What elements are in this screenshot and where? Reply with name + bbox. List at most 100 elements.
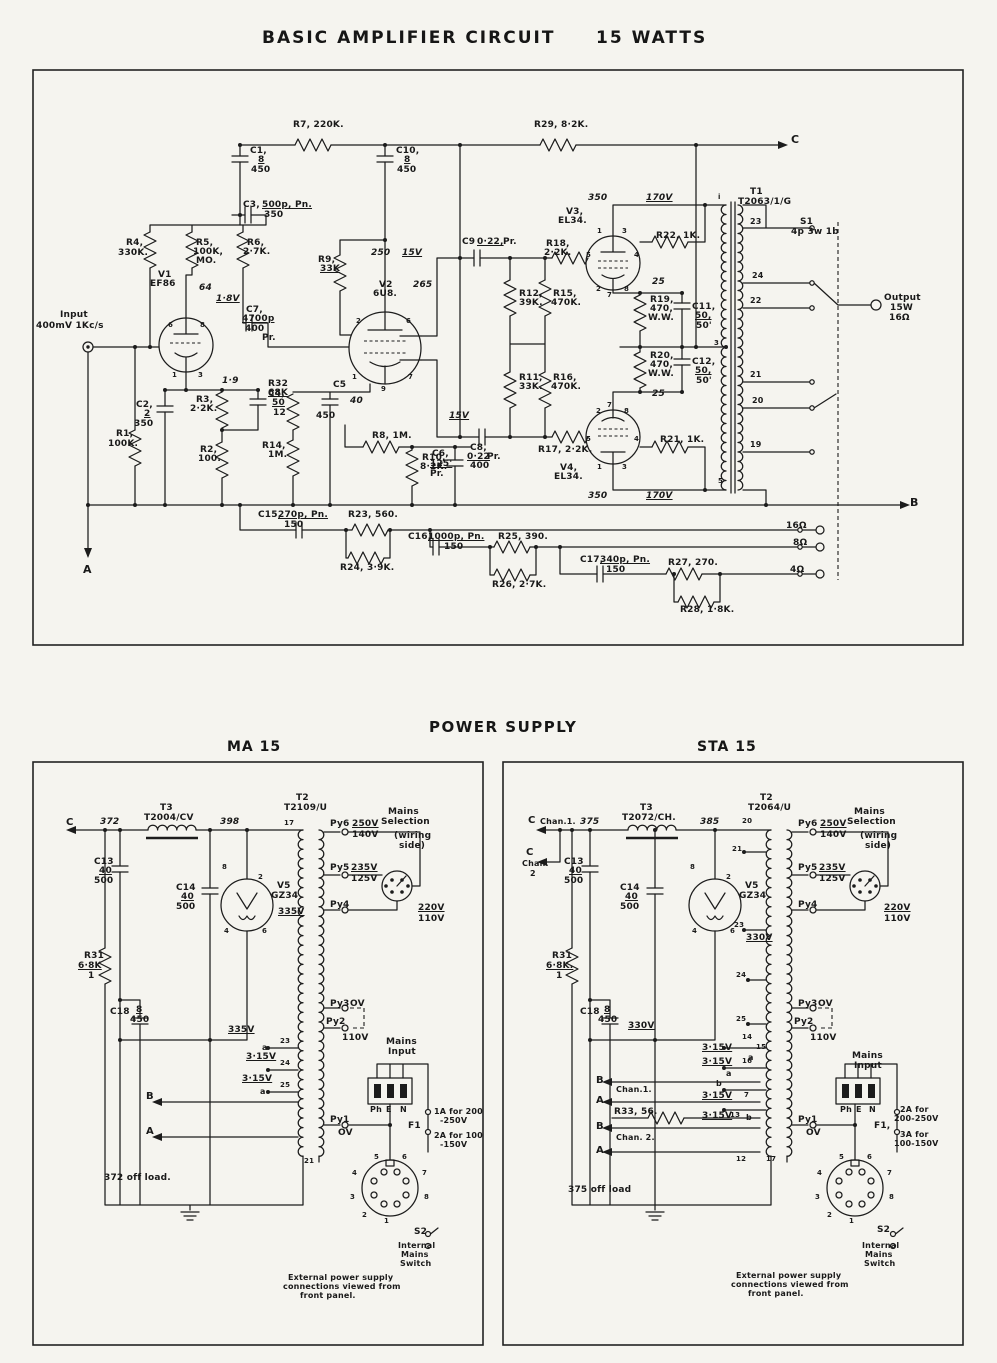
schematic-label: 7 [607,401,613,409]
schematic-label: 2 [356,317,362,325]
schematic-label: A [596,1145,604,1156]
schematic-label: R10, [422,453,446,463]
schematic-label: 400 [470,461,490,471]
schematic-label: Internal [398,1241,436,1250]
schematic-label: -250V [440,1116,468,1125]
schematic-label: 220V [884,903,911,913]
schematic-label: Internal [862,1241,900,1250]
schematic-label: 15W [890,303,914,313]
schematic-label: 8Ω [793,538,808,548]
schematic-label: 125V [819,874,846,884]
schematic-label: F1 [408,1121,421,1131]
schematic-label: Py2 [326,1017,346,1027]
schematic-label: Chan. 2. [616,1133,655,1142]
schematic-label: Py6 [798,819,818,829]
schematic-label: S2 [877,1225,891,1235]
schematic-label: 1 [352,373,358,381]
schematic-label: C6, [432,449,449,459]
schematic-label: Py5 [330,863,350,873]
schematic-label: 6 [262,927,268,935]
schematic-label: 5 [374,1153,380,1161]
schematic-label: 7 [408,373,414,381]
schematic-label: 6·8K [78,961,102,971]
schematic-label: 2 [726,873,732,881]
schematic-label: C11, [692,302,716,312]
schematic-label: 23 [280,1037,291,1045]
schematic-label: 140V [352,830,379,840]
schematic-label: 385 [700,817,720,827]
schematic-label: R33, 56. [614,1107,658,1117]
schematic-label: 125V [351,874,378,884]
schematic-label: 16Ω [889,313,910,323]
schematic-label: R18, [546,239,570,249]
schematic-label: 1·9 [222,376,239,386]
schematic-label: R12, [519,289,543,299]
schematic-label: T2072/CH. [622,813,676,823]
sta15-title: STA 15 [697,739,757,755]
schematic-label: OV [818,999,833,1009]
schematic-label: Selection [381,817,430,827]
schematic-label: 3 [815,1193,821,1201]
schematic-label: R24, 3·9K. [340,563,395,573]
schematic-label: 270p, Pn. [278,510,329,520]
schematic-label: 3 [622,463,628,471]
schematic-label: 23 [734,921,745,929]
schematic-label: R28, 1·8K. [680,605,735,615]
schematic-label: 6 [867,1153,873,1161]
schematic-label: 450 [316,411,336,421]
schematic-label: A [146,1126,154,1137]
schematic-label: b [716,1079,722,1088]
schematic-label: 7 [422,1169,428,1177]
schematic-label: 8 [604,1005,611,1015]
schematic-label: Py1 [798,1115,818,1125]
schematic-label: B [596,1121,604,1132]
schematic-label: 50' [696,321,712,331]
schematic-label: Py1 [330,1115,350,1125]
schematic-label: 23 [750,217,762,226]
schematic-label: R29, 8·2K. [534,120,589,130]
schematic-label: 5 [586,251,592,259]
schematic-label: 250V [820,819,847,829]
schematic-label: 7 [607,291,613,299]
schematic-label: 24 [280,1059,291,1067]
schematic-label: C13 [564,857,584,867]
schematic-label: 150 [444,542,464,552]
schematic-label: Ph [840,1105,852,1114]
schematic-label: 1 [88,971,95,981]
schematic-label: 6U8. [373,289,398,299]
schematic-label: 350 [588,193,608,203]
schematic-label: front panel. [300,1291,356,1300]
schematic-label: 20 [742,817,753,825]
schematic-label: S2 [414,1227,428,1237]
schematic-label: 170V [646,193,673,203]
schematic-label: External power supply [736,1271,842,1280]
schematic-label: R31 [84,951,105,961]
schematic-label: 12 [273,408,286,418]
schematic-label: 8 [136,1005,143,1015]
schematic-label: 110V [418,914,445,924]
schematic-label: T3 [640,803,653,813]
schematic-label: 7 [744,1091,750,1099]
schematic-label: External power supply [288,1273,394,1282]
schematic-label: 350 [264,210,284,220]
schematic-label: 25 [280,1081,291,1089]
schematic-label: R22, 1K. [656,231,701,241]
schematic-label: 8 [222,863,228,871]
schematic-label: R6, [247,238,265,248]
terminals [82,225,901,1250]
schematic-label: C3, [243,200,260,210]
schematic-label: Ph [370,1105,382,1114]
schematic-label: 15V [402,248,423,258]
schematic-label: Py4 [330,900,350,910]
schematic-label: 50, [695,311,712,321]
schematic-label: R7, 220K. [293,120,344,130]
schematic-label: 500 [94,876,114,886]
schematic-label: 2·7K. [243,247,271,257]
schematic-label: 2 [530,869,536,878]
schematic-label: C8, [470,443,487,453]
schematic-label: a [748,1053,754,1062]
schematic-label: B [146,1091,154,1102]
amplifier-components [128,138,715,609]
